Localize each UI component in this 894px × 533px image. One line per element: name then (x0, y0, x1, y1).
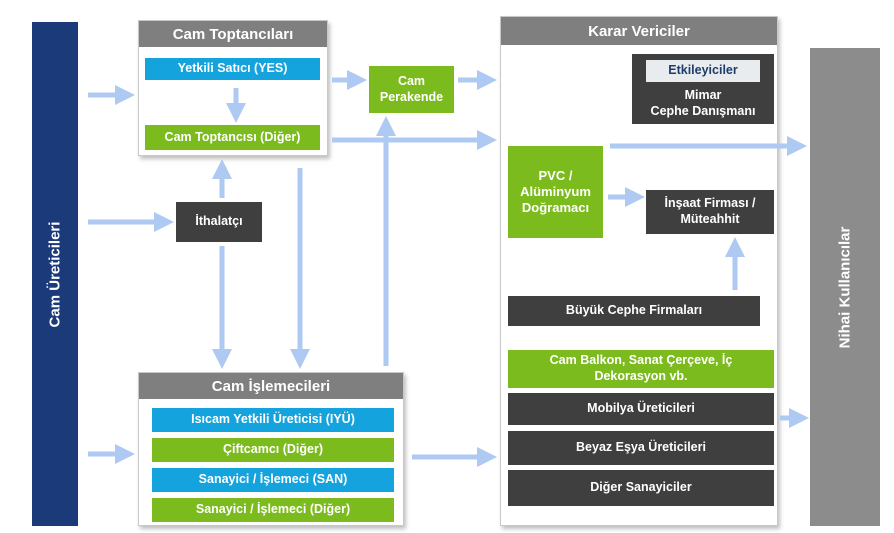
processor-item: Sanayici / İşlemeci (Diğer) (152, 498, 394, 522)
end-users-bar: Nihai Kullanıcılar (810, 48, 880, 526)
processor-item: Sanayici / İşlemeci (SAN) (152, 468, 394, 492)
decision-makers-title: Karar Vericiler (501, 17, 777, 45)
importer-box: İthalatçı (176, 202, 262, 242)
architect-label: Mimar Cephe Danışmanı (650, 88, 756, 118)
construction-firm-box: İnşaat Firması / Müteahhit (646, 190, 774, 234)
pvc-aluminum-box: PVC / Alüminyum Doğramacı (508, 146, 603, 238)
white-goods-makers-box: Beyaz Eşya Üreticileri (508, 431, 774, 465)
balcony-decoration-box: Cam Balkon, Sanat Çerçeve, İç Dekorasyon… (508, 350, 774, 388)
glass-wholesalers-title: Cam Toptancıları (139, 21, 327, 47)
other-industrials-box: Diğer Sanayiciler (508, 470, 774, 506)
glass-producers-bar: Cam Üreticileri (32, 22, 78, 526)
processor-item: Isıcam Yetkili Üreticisi (IYÜ) (152, 408, 394, 432)
facade-firms-box: Büyük Cephe Firmaları (508, 296, 760, 326)
furniture-makers-box: Mobilya Üreticileri (508, 393, 774, 425)
authorized-dealer-box: Yetkili Satıcı (YES) (145, 58, 320, 80)
glass-retail-box: Cam Perakende (369, 66, 454, 113)
glass-wholesaler-box: Cam Toptancısı (Diğer) (145, 125, 320, 150)
glass-processors-title: Cam İşlemecileri (139, 373, 403, 399)
processor-item: Çiftcamcı (Diğer) (152, 438, 394, 462)
influencers-label: Etkileyiciler (646, 60, 760, 82)
